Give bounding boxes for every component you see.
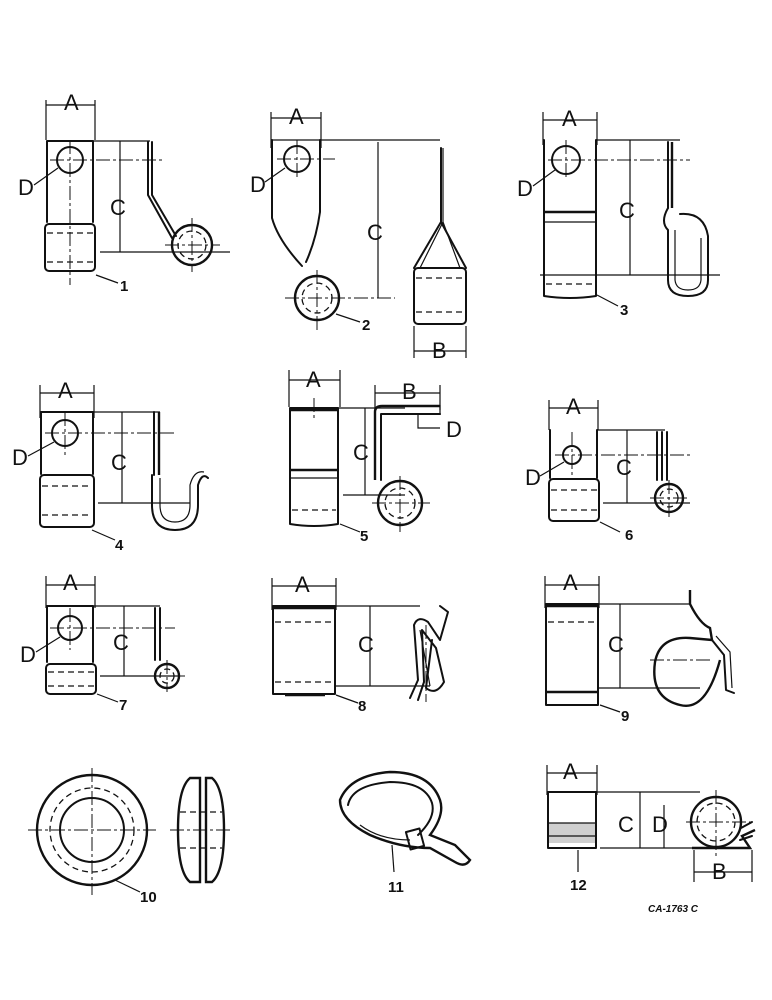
dim-label-c: C: [358, 632, 374, 657]
dim-label-b: B: [712, 859, 727, 884]
clip-12-figure: A C D B 12: [546, 759, 756, 894]
item-number-10: 10: [140, 889, 157, 906]
grommet-10-figure: 10: [28, 768, 232, 906]
item-number-2: 2: [362, 317, 370, 334]
dim-label-d: D: [525, 465, 541, 490]
clip-3-figure: A D C 3: [517, 106, 720, 319]
dim-label-a: A: [306, 367, 321, 392]
dim-label-d: D: [517, 176, 533, 201]
dim-label-a: A: [566, 394, 581, 419]
dim-label-c: C: [618, 812, 634, 837]
clip-8-figure: A C 8: [271, 572, 449, 715]
item-number-8: 8: [358, 698, 366, 715]
drawing-code: CA-1763 C: [648, 904, 699, 915]
dim-label-a: A: [289, 104, 304, 129]
dim-label-b: B: [402, 379, 417, 404]
item-number-1: 1: [120, 278, 128, 295]
dim-label-b: B: [432, 338, 447, 363]
item-number-12: 12: [570, 877, 587, 894]
clip-1-figure: A D C 1: [18, 90, 230, 295]
dim-label-d: D: [18, 175, 34, 200]
cable-tie-11-figure: 11: [338, 770, 472, 896]
item-number-3: 3: [620, 302, 628, 319]
dim-label-c: C: [608, 632, 624, 657]
dim-label-a: A: [63, 570, 78, 595]
dim-label-a: A: [58, 378, 73, 403]
dim-label-a: A: [64, 90, 79, 115]
item-number-9: 9: [621, 708, 629, 725]
dim-label-d: D: [652, 812, 668, 837]
dim-label-c: C: [113, 630, 129, 655]
clip-9-figure: A C 9: [544, 570, 735, 725]
dim-label-a: A: [563, 759, 578, 784]
dim-label-c: C: [619, 198, 635, 223]
item-number-6: 6: [625, 527, 633, 544]
dim-label-d: D: [12, 445, 28, 470]
clip-4-figure: A D C 4: [12, 378, 209, 554]
dim-label-c: C: [367, 220, 383, 245]
item-number-11: 11: [388, 879, 404, 896]
item-number-4: 4: [115, 537, 124, 554]
dim-label-d: D: [20, 642, 36, 667]
dim-label-d: D: [446, 417, 462, 442]
clip-7-figure: A D C 7: [20, 570, 185, 714]
clip-2-figure: A D C B 2: [250, 104, 467, 363]
dim-label-a: A: [563, 570, 578, 595]
clip-6-figure: A D C 6: [525, 394, 690, 544]
clip-5-figure: A C B D 5: [288, 367, 462, 545]
item-number-7: 7: [119, 697, 127, 714]
dim-label-a: A: [295, 572, 310, 597]
dim-label-c: C: [353, 440, 369, 465]
dim-label-c: C: [616, 455, 632, 480]
dim-label-c: C: [111, 450, 127, 475]
item-number-5: 5: [360, 528, 368, 545]
dim-label-c: C: [110, 195, 126, 220]
dim-label-d: D: [250, 172, 266, 197]
dim-label-a: A: [562, 106, 577, 131]
